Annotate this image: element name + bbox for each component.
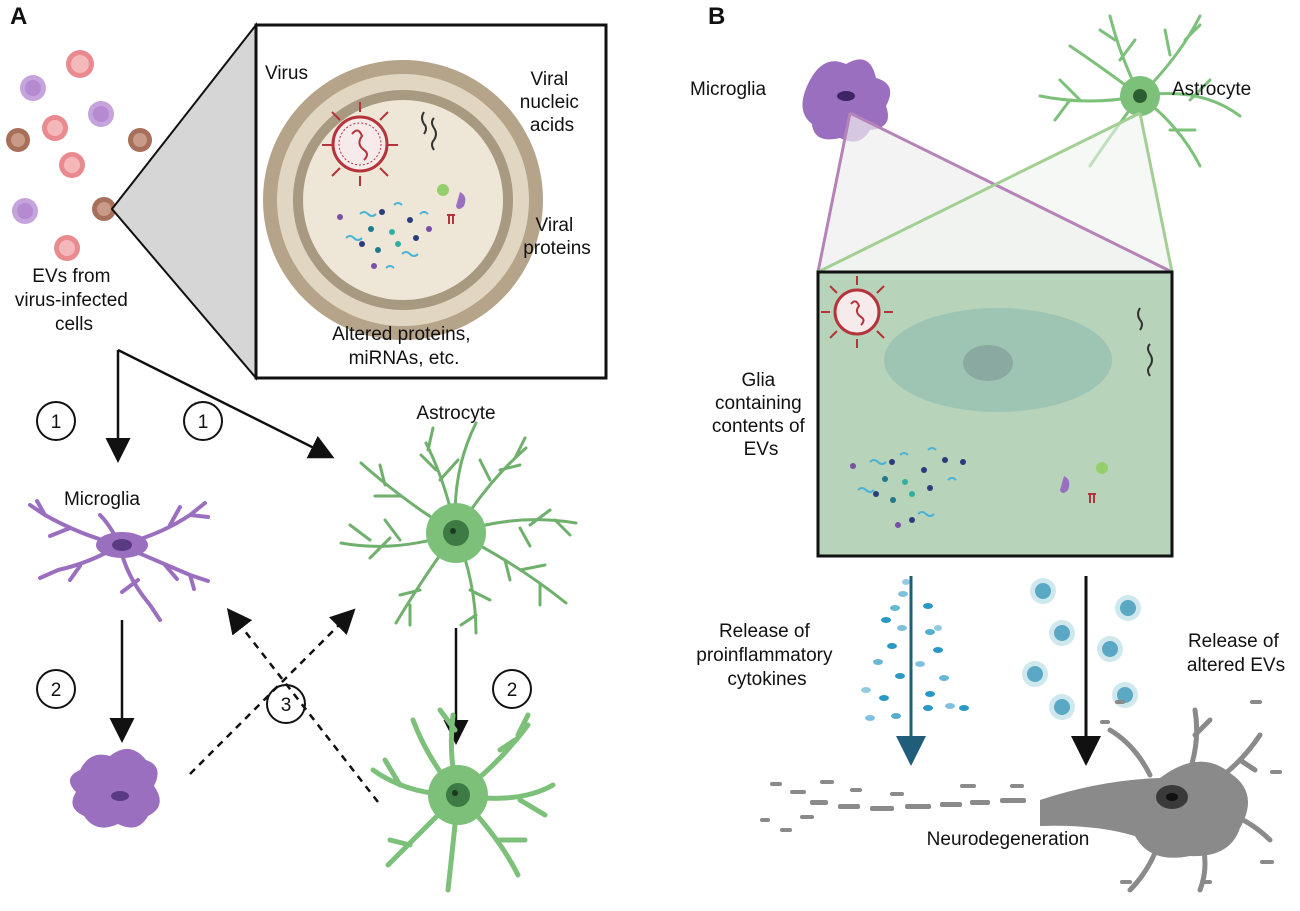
- mirna-particles: [337, 202, 432, 269]
- step-1-left: 1: [36, 401, 76, 441]
- particles-in-glia: [850, 447, 966, 528]
- astrocyte-b: [1038, 14, 1242, 168]
- projection-cone: [816, 111, 1174, 274]
- arrow-evs-to-astrocyte: [117, 348, 335, 459]
- protein-green-glia: [1096, 462, 1108, 474]
- ev-purple-1: [20, 75, 46, 101]
- svg-text:3: 3: [281, 695, 292, 716]
- step-2-right: 2: [492, 669, 532, 709]
- protein-red: [447, 214, 455, 224]
- step-2-left: 2: [36, 669, 76, 709]
- ev-cross-section: [263, 60, 543, 340]
- ev-purple-3: [12, 198, 38, 224]
- degenerating-neuron: [760, 700, 1282, 893]
- protein-purple-glia: [1060, 476, 1070, 493]
- astrocyte-label-b: Astrocyte: [1172, 79, 1251, 100]
- altered-ev-bubbles: [1022, 578, 1141, 720]
- svg-text:1: 1: [51, 412, 62, 433]
- svg-text:1: 1: [198, 412, 209, 433]
- panel-b-label: B: [708, 3, 725, 30]
- astrocyte-large: [339, 421, 578, 635]
- protein-purple: [456, 192, 466, 209]
- microglia-activated: [69, 748, 160, 828]
- ev-pink-3: [59, 152, 85, 178]
- glia-nucleolus: [963, 345, 1013, 381]
- ev-cluster: [6, 50, 152, 261]
- ev-brown-3: [92, 197, 116, 221]
- viral-proteins-label: Viral proteins: [523, 215, 591, 259]
- astrocyte-label-a: Astrocyte: [416, 403, 495, 424]
- glia-label: Glia containing contents of EVs: [712, 370, 810, 460]
- protein-green: [437, 184, 449, 196]
- ev-label: EVs from virus-infected cells: [15, 266, 133, 335]
- ev-pink-2: [42, 115, 68, 141]
- step-1-right: 1: [183, 401, 223, 441]
- nucleic-acid-strands: [421, 111, 437, 151]
- arrow-astrocyte-to-microglia: [226, 608, 379, 803]
- svg-text:2: 2: [51, 680, 62, 701]
- ev-brown-1: [6, 128, 30, 152]
- ev-purple-2: [88, 101, 114, 127]
- astrocyte-reactive: [370, 707, 556, 893]
- nucleic-acids-in-glia: [1137, 307, 1153, 377]
- microglia-label-b: Microglia: [690, 79, 766, 100]
- cytokines-label: Release of proinflammatory cytokines: [696, 621, 838, 690]
- virus-label: Virus: [265, 63, 308, 84]
- microglia-label-a: Microglia: [64, 489, 140, 510]
- zoom-wedge: [110, 22, 257, 381]
- ev-pink-4: [54, 235, 80, 261]
- virus-particle: [322, 102, 398, 186]
- microglia-ramified: [28, 499, 210, 622]
- cytokine-dots: [861, 579, 969, 721]
- viral-nucleic-acids-label: Viral nucleic acids: [520, 69, 584, 136]
- altered-proteins-label: Altered proteins, miRNAs, etc.: [332, 324, 476, 369]
- ev-brown-2: [128, 128, 152, 152]
- panel-a-label: A: [10, 3, 27, 30]
- neurodegeneration-label: Neurodegeneration: [927, 829, 1090, 850]
- altered-evs-label: Release of altered EVs: [1187, 631, 1285, 676]
- ev-pink-1: [66, 50, 94, 78]
- svg-text:2: 2: [507, 680, 518, 701]
- protein-red-glia: [1088, 493, 1096, 503]
- virus-in-glia: [821, 276, 893, 348]
